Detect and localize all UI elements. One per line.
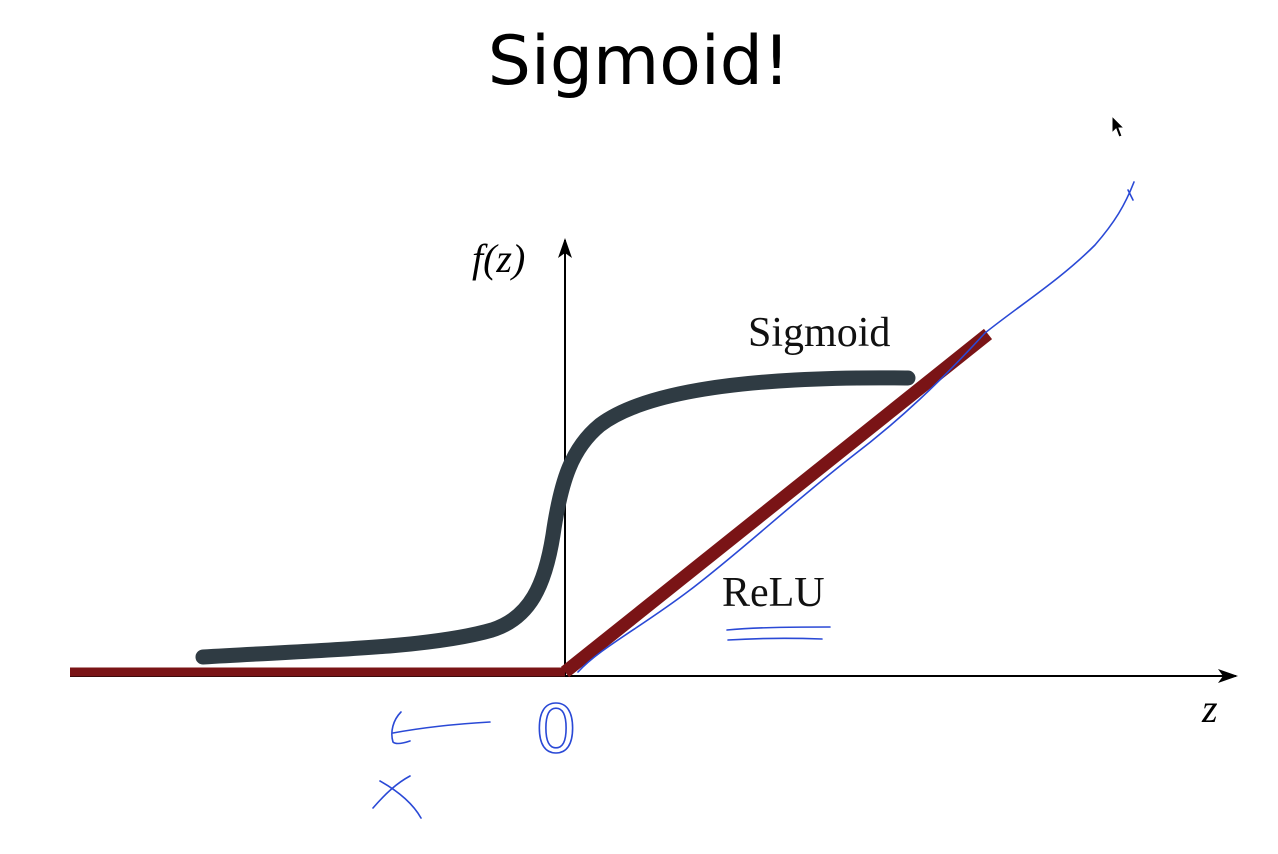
ink-relu-trace bbox=[577, 181, 1135, 673]
relu-label: ReLU bbox=[722, 570, 825, 616]
ink-underline-1 bbox=[726, 626, 831, 631]
sigmoid-label: Sigmoid bbox=[748, 310, 890, 356]
slide-title: Sigmoid! bbox=[487, 22, 791, 101]
mouse-pointer-icon bbox=[1111, 114, 1126, 138]
sigmoid-curve bbox=[195, 370, 916, 665]
y-axis-label: f(z) bbox=[472, 236, 525, 281]
x-axis-label: z bbox=[1201, 686, 1218, 731]
ink-underline-2 bbox=[727, 637, 823, 641]
ink-x-mark-stroke-1 bbox=[372, 775, 411, 809]
ink-x-mark-stroke-2 bbox=[379, 780, 422, 819]
ink-left-arrow-shaft bbox=[392, 721, 491, 734]
relu-line-positive bbox=[560, 328, 993, 678]
ink-left-arrow-head bbox=[391, 711, 411, 745]
ink-relu-tick bbox=[1127, 189, 1134, 201]
ink-origin-label: 0 bbox=[535, 691, 577, 768]
